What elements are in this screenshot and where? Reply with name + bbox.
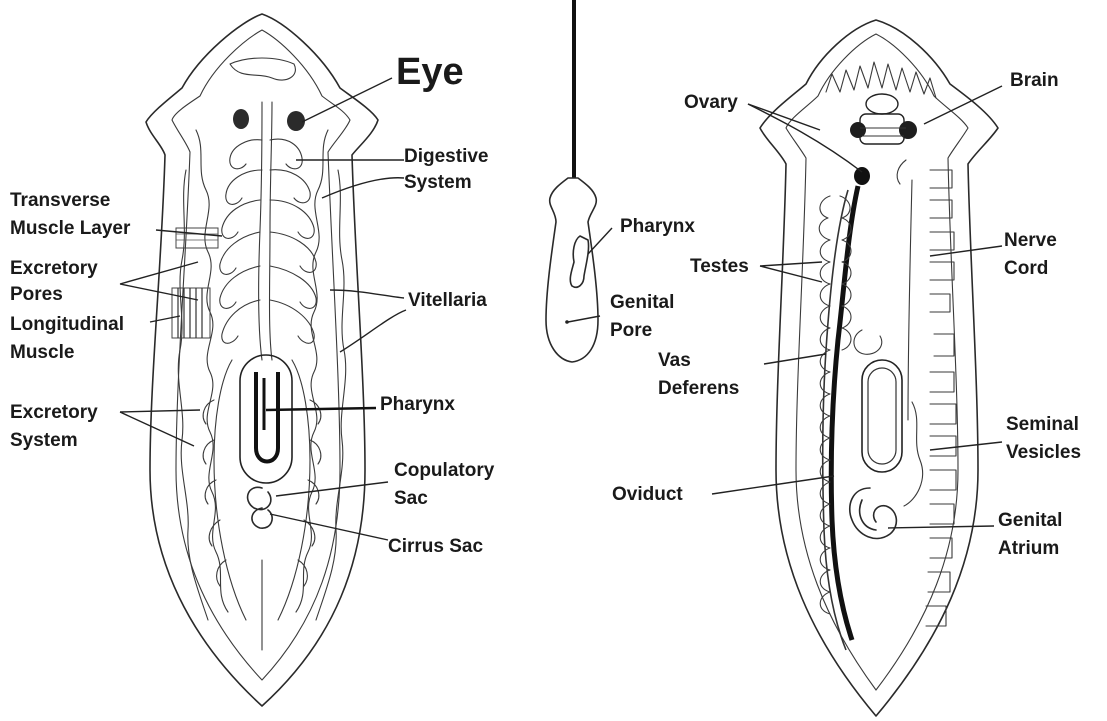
vas-deferens-label-line2: Deferens — [658, 378, 739, 399]
digestive-system-label-line1: Digestive — [404, 146, 488, 167]
seminal-vesicles-label-line1: Seminal — [1006, 414, 1079, 435]
ovary-label: Ovary — [684, 92, 738, 113]
brain-label: Brain — [1010, 70, 1059, 91]
genital-pore-label-line2: Pore — [610, 320, 652, 341]
transverse-muscle-label-line2: Muscle Layer — [10, 218, 131, 239]
vas-deferens-label-line1: Vas — [658, 350, 691, 371]
left-leader-lines — [120, 78, 406, 540]
longitudinal-muscle-label-line2: Muscle — [10, 342, 74, 363]
excretory-pores-label-line2: Pores — [10, 284, 63, 305]
vitellaria-label: Vitellaria — [408, 290, 487, 311]
testes-label: Testes — [690, 256, 749, 277]
right-gut-branches — [897, 160, 956, 626]
middle-flatworm-body — [546, 0, 612, 362]
copulatory-sac-label-line2: Sac — [394, 488, 428, 509]
right-pharynx — [854, 330, 923, 506]
left-flatworm-body — [146, 14, 378, 706]
pharynx-label-middle: Pharynx — [620, 216, 695, 237]
copulatory-sac-label-line1: Copulatory — [394, 460, 495, 481]
right-flatworm-body — [760, 20, 998, 716]
genital-atrium-label-line2: Atrium — [998, 538, 1059, 559]
cirrus-sac-label: Cirrus Sac — [388, 536, 483, 557]
pharynx-label-left: Pharynx — [380, 394, 455, 415]
genital-atrium-label-line1: Genital — [998, 510, 1062, 531]
right-eye-spot — [287, 111, 305, 131]
left-eye-spot — [233, 109, 249, 129]
eye-label: Eye — [396, 51, 464, 93]
seminal-vesicles-label-line2: Vesicles — [1006, 442, 1081, 463]
brain-ganglia — [850, 94, 917, 144]
nerve-cord-label-line2: Cord — [1004, 258, 1048, 279]
genital-pore-label-line1: Genital — [610, 292, 674, 313]
digestive-system-label-line2: System — [404, 172, 472, 193]
excretory-system-label-line1: Excretory — [10, 402, 98, 423]
excretory-pores-label-line1: Excretory — [10, 258, 98, 279]
excretory-system-label-line2: System — [10, 430, 78, 451]
left-pharynx — [240, 355, 292, 483]
transverse-muscle-label-line1: Transverse — [10, 190, 110, 211]
muscle-layer-block — [172, 228, 218, 338]
nerve-cord-label-line1: Nerve — [1004, 230, 1057, 251]
longitudinal-muscle-label-line1: Longitudinal — [10, 314, 124, 335]
oviduct-label: Oviduct — [612, 484, 683, 505]
